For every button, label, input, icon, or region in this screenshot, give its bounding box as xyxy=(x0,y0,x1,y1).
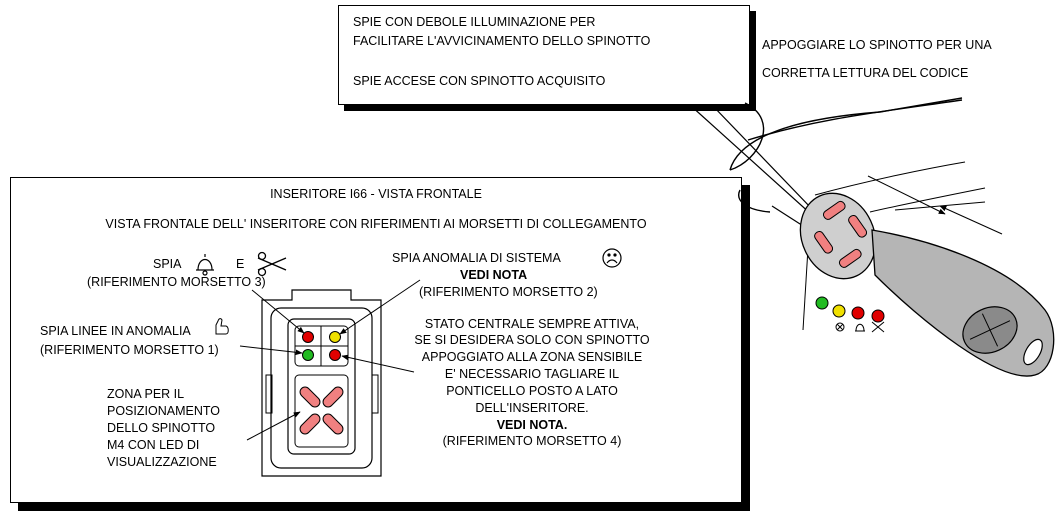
car-outline xyxy=(729,97,986,331)
zona-line-2: POSIZIONAMENTO xyxy=(107,404,220,418)
callout-box: SPIE CON DEBOLE ILLUMINAZIONE PER FACILI… xyxy=(338,5,750,105)
stato-line-2: SE SI DESIDERA SOLO CON SPINOTTO xyxy=(414,333,650,347)
callout-line-3: SPIE ACCESE CON SPINOTTO ACQUISITO xyxy=(353,74,606,88)
stato-line-5: PONTICELLO POSTO A LATO xyxy=(446,384,618,398)
rif-morsetto-2: (RIFERIMENTO MORSETTO 2) xyxy=(419,285,598,299)
spia-prefix: SPIA xyxy=(153,257,182,271)
zona-line-4: M4 CON LED DI xyxy=(107,438,200,452)
rif-morsetto-1: (RIFERIMENTO MORSETTO 1) xyxy=(40,343,219,357)
zona-line-1: ZONA PER IL xyxy=(107,387,185,401)
stato-line-3: APPOGGIATO ALLA ZONA SENSIBILE xyxy=(421,350,643,364)
right-led-row xyxy=(815,296,885,323)
zona-line-3: DELLO SPINOTTO xyxy=(107,421,216,435)
car-arrows xyxy=(867,175,1003,235)
vedi-nota-2: VEDI NOTA. xyxy=(496,418,568,432)
callout-line-2: FACILITARE L'AVVICINAMENTO DELLO SPINOTT… xyxy=(353,34,651,48)
zona-line-5: VISUALIZZAZIONE xyxy=(107,455,217,469)
anomalia-sistema-label: SPIA ANOMALIA DI SISTEMA xyxy=(392,251,561,265)
rif-morsetto-3: (RIFERIMENTO MORSETTO 3) xyxy=(87,275,266,289)
rif-morsetto-4: (RIFERIMENTO MORSETTO 4) xyxy=(442,434,622,448)
panel-title: INSERITORE I66 - VISTA FRONTALE xyxy=(270,187,482,201)
linee-anomalia-label: SPIA LINEE IN ANOMALIA xyxy=(40,324,191,338)
key-fob-illustration xyxy=(799,192,1055,377)
right-note-line-1: APPOGGIARE LO SPINOTTO PER UNA xyxy=(762,38,992,52)
spia-e: E xyxy=(236,257,245,271)
callout-line-1: SPIE CON DEBOLE ILLUMINAZIONE PER xyxy=(353,15,596,29)
stato-line-1: STATO CENTRALE SEMPRE ATTIVA, xyxy=(424,317,640,331)
panel-subtitle: VISTA FRONTALE DELL' INSERITORE CON RIFE… xyxy=(105,217,647,231)
vedi-nota-1: VEDI NOTA xyxy=(460,268,528,282)
stato-line-6: DELL'INSERITORE. xyxy=(475,401,589,415)
right-note-line-2: CORRETTA LETTURA DEL CODICE xyxy=(762,66,969,80)
right-led-icons xyxy=(835,321,885,333)
stato-line-4: E' NECESSARIO TAGLIARE IL xyxy=(444,367,620,381)
